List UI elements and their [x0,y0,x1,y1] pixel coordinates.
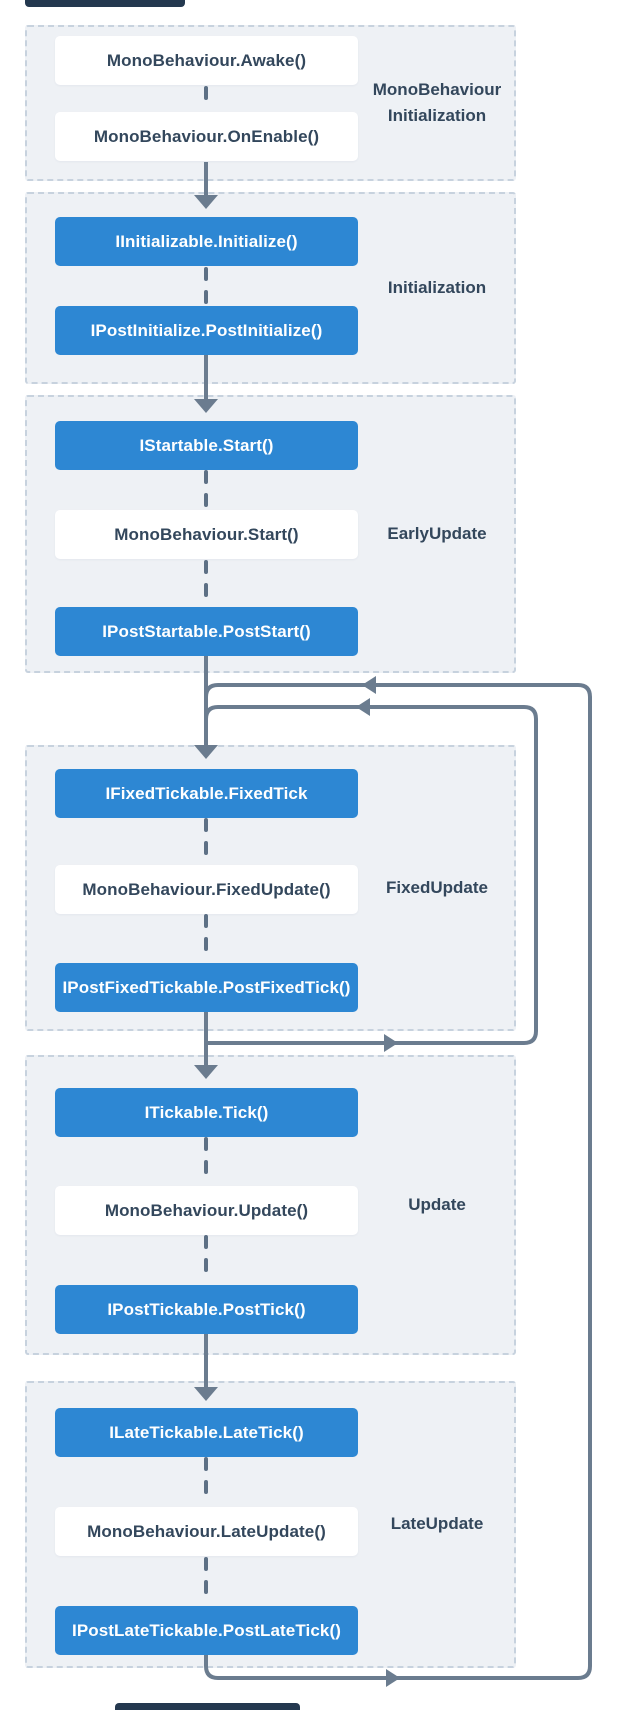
node-iinitializable-initialize: IInitializable.Initialize() [55,217,358,266]
node-ipostinitialize-postinitialize: IPostInitialize.PostInitialize() [55,306,358,355]
node-monobehaviour-start: MonoBehaviour.Start() [55,510,358,559]
section-label-monobehaviour-initialization: MonoBehaviour Initialization [372,80,502,125]
node-ipostlatetickable-postlatetick: IPostLateTickable.PostLateTick() [55,1606,358,1655]
node-ipoststartable-poststart: IPostStartable.PostStart() [55,607,358,656]
node-ipostfixedtickable-postfixedtick: IPostFixedTickable.PostFixedTick() [55,963,358,1012]
node-itickable-tick: ITickable.Tick() [55,1088,358,1137]
arrowhead-left-icon [356,698,370,716]
node-ifixedtickable-fixedtick: IFixedTickable.FixedTick [55,769,358,818]
node-monobehaviour-update: MonoBehaviour.Update() [55,1186,358,1235]
section-label-lateupdate: LateUpdate [390,1514,484,1533]
arrowhead-right-icon [384,1034,398,1052]
section-label-update: Update [408,1195,466,1214]
clipped-navy-box-top [25,0,185,7]
node-monobehaviour-onenable: MonoBehaviour.OnEnable() [55,112,358,161]
arrowhead-right-icon [386,1669,400,1687]
node-monobehaviour-awake: MonoBehaviour.Awake() [55,36,358,85]
node-ilatetickable-latetick: ILateTickable.LateTick() [55,1408,358,1457]
node-istartable-start: IStartable.Start() [55,421,358,470]
arrowhead-left-icon [362,676,376,694]
section-label-initialization: Initialization [387,278,487,297]
section-label-earlyupdate: EarlyUpdate [387,524,487,543]
node-iposttickable-posttick: IPostTickable.PostTick() [55,1285,358,1334]
clipped-navy-box-bottom [115,1703,300,1710]
node-monobehaviour-fixedupdate: MonoBehaviour.FixedUpdate() [55,865,358,914]
section-label-fixedupdate: FixedUpdate [385,878,489,897]
node-monobehaviour-lateupdate: MonoBehaviour.LateUpdate() [55,1507,358,1556]
